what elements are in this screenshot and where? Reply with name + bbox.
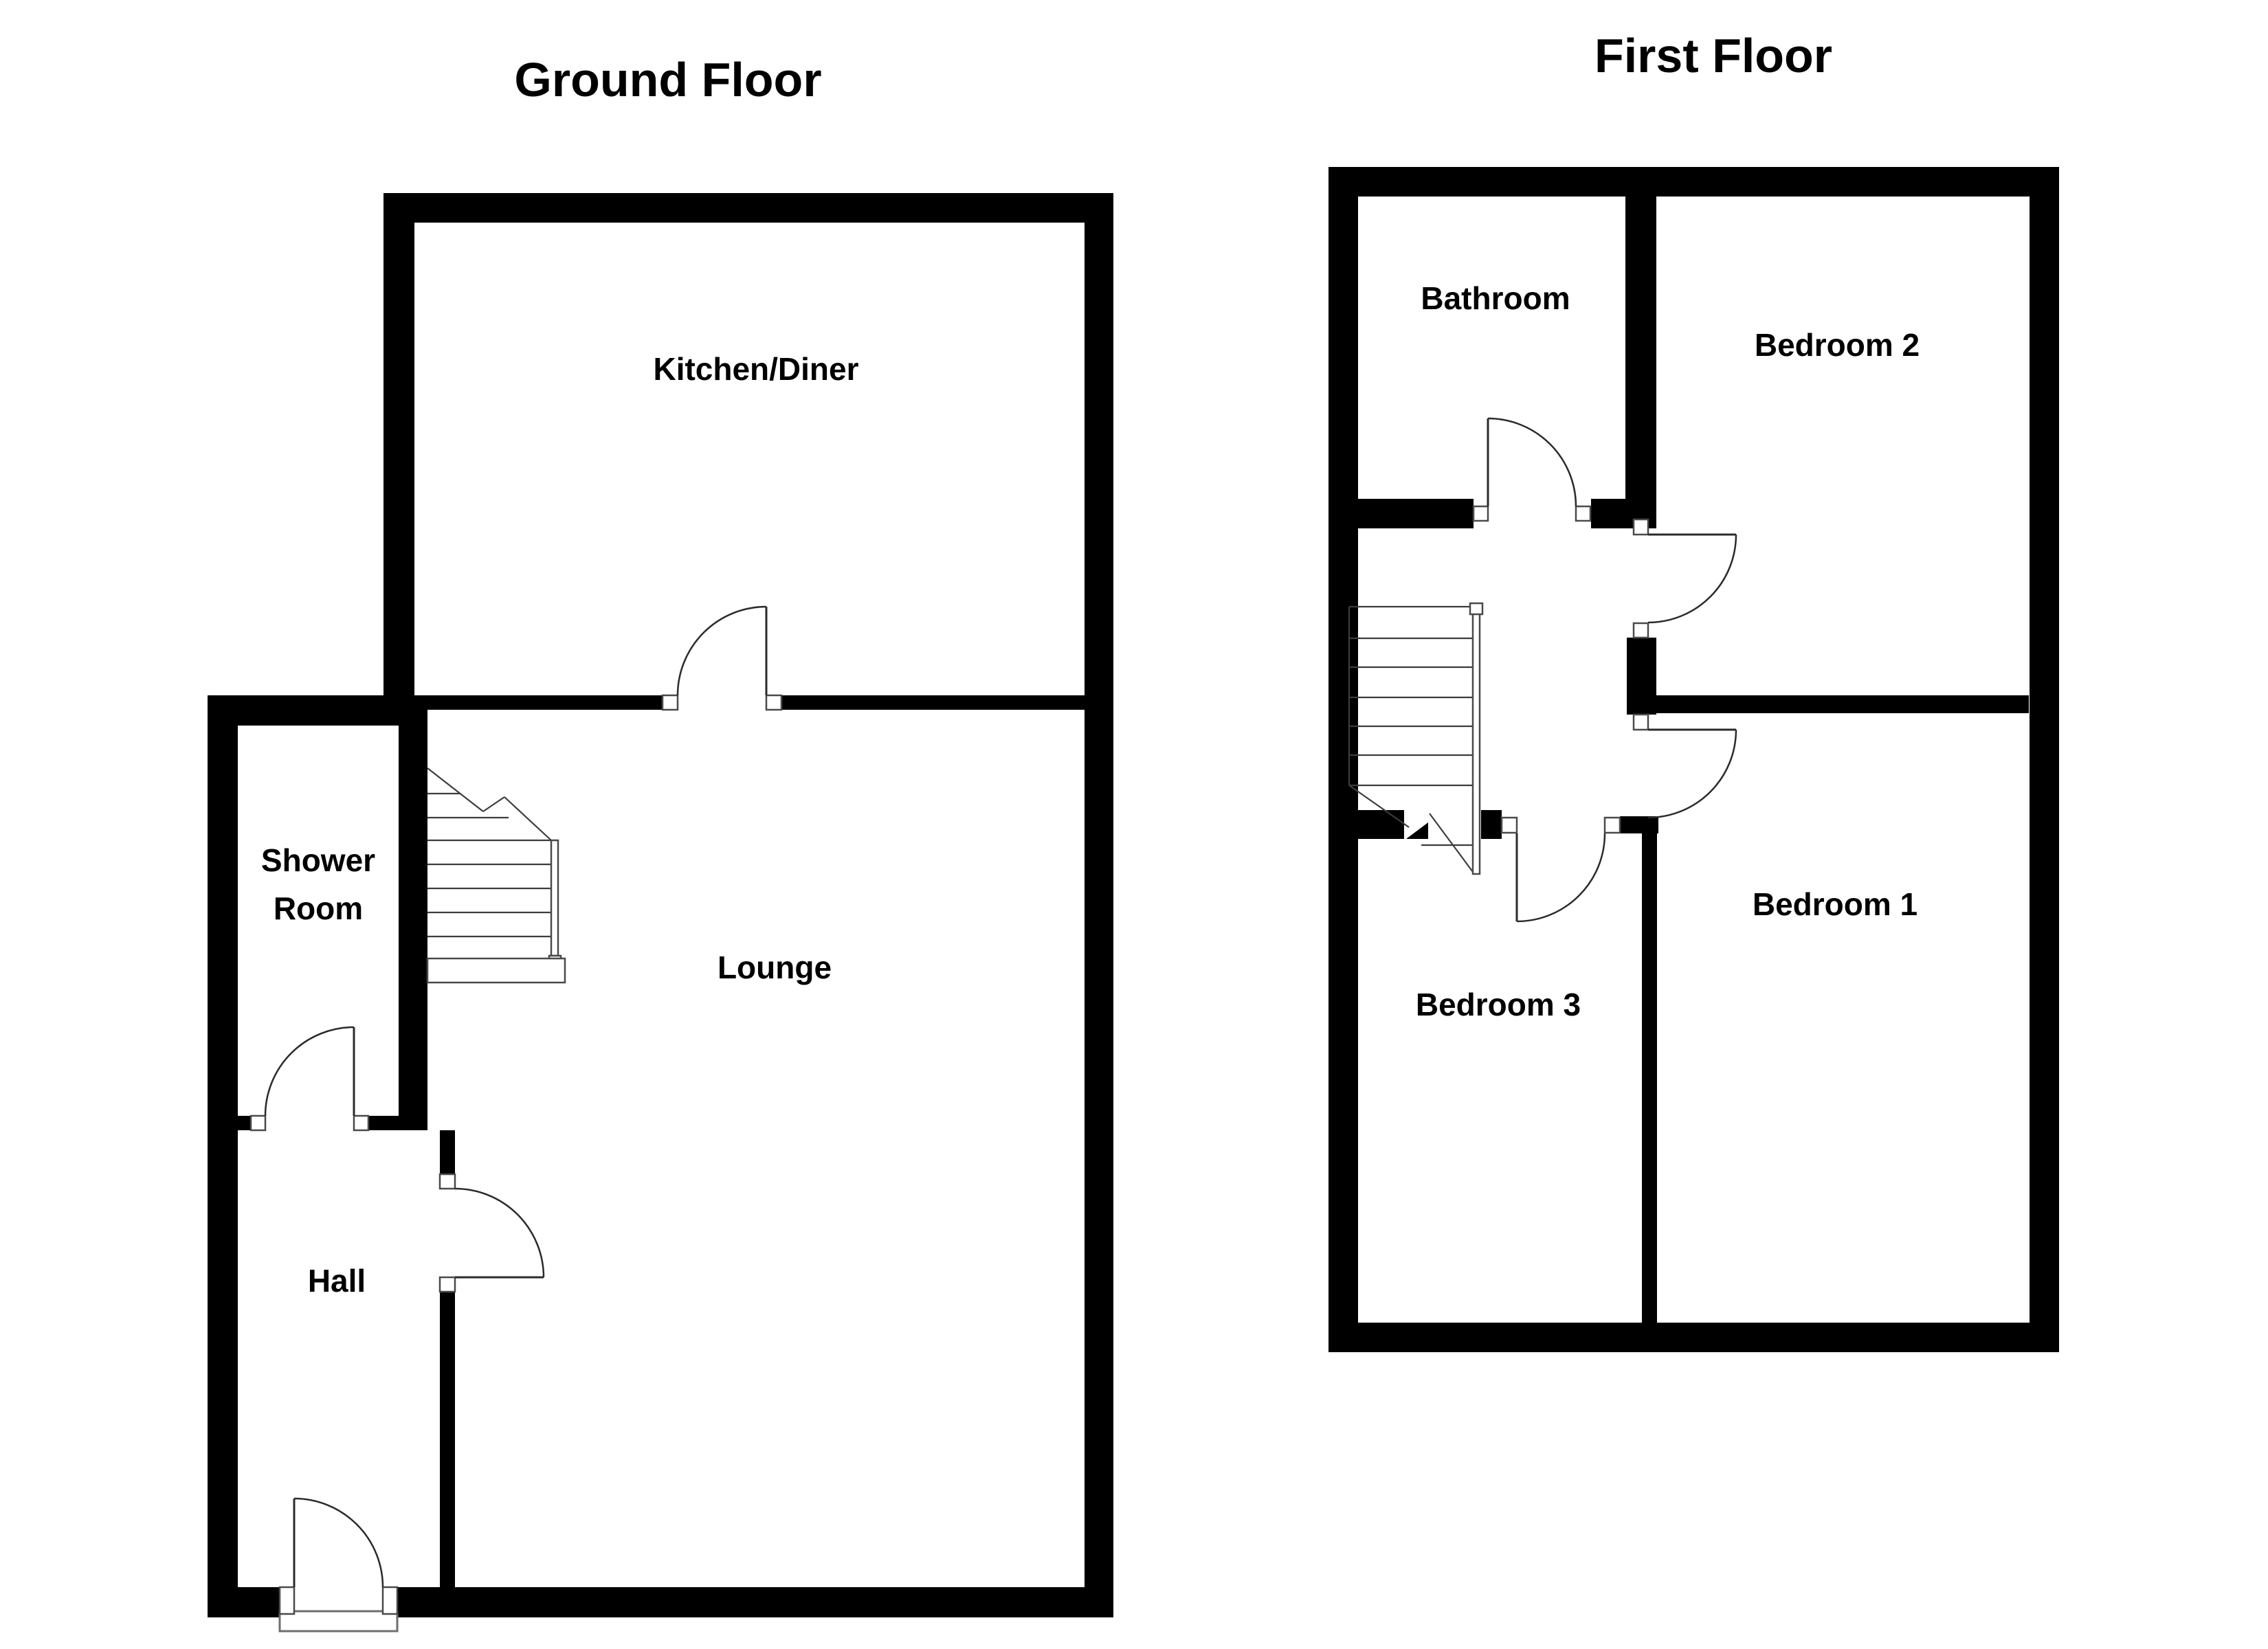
bedroom-3-label: Bedroom 3 (1416, 987, 1581, 1022)
hall-label: Hall (308, 1263, 366, 1299)
stair-break-diagonal (427, 767, 484, 812)
first-floor-title: First Floor (1594, 29, 1832, 82)
door-jamb (1632, 518, 1649, 536)
ground-floor-title: Ground Floor (514, 53, 821, 106)
wall-landing-bedroom2-chunk (1627, 638, 1656, 715)
door-jamb (438, 1276, 456, 1293)
wall-right-outer (1085, 193, 1113, 1617)
ground-floor-labels: Ground Floor Kitchen/Diner Lounge Shower… (261, 53, 859, 1299)
wall-bedroom3-top-corner (1620, 816, 1658, 833)
wall-bedroom3-top-mid (1481, 810, 1502, 839)
wall-bottom-right-segment (397, 1587, 1113, 1617)
door-jamb (278, 1586, 296, 1615)
stair-handrail (1471, 612, 1481, 875)
bedroom-2-label: Bedroom 2 (1755, 327, 1920, 363)
wall-shower-right (399, 695, 427, 1130)
wall-annex-top (208, 695, 399, 726)
wall-bottom-outer (1328, 1323, 2059, 1352)
ground-floor-plan: Ground Floor Kitchen/Diner Lounge Shower… (208, 53, 1113, 1633)
ground-floor-stairs (426, 767, 566, 984)
wall-kitchen-lounge-divider-right (781, 695, 1085, 710)
hall-lounge-door (454, 1187, 545, 1279)
wall-bedroom2-bottom (1656, 695, 2029, 713)
first-floor-stairs (1348, 602, 1484, 875)
kitchen-diner-door (676, 605, 768, 696)
wall-bathroom-bottom-left (1358, 499, 1474, 528)
door-swing-arc (264, 1026, 355, 1117)
wall-kitchen-left (383, 193, 414, 710)
door-swing-arc (293, 1497, 384, 1588)
door-jamb (381, 1586, 399, 1615)
first-floor-walls (1328, 167, 2059, 1352)
stair-handrail (550, 839, 559, 957)
door-jamb (1472, 505, 1489, 522)
door-jamb (1632, 713, 1649, 731)
bathroom-door (1487, 417, 1577, 507)
wall-bedroom1-bedroom3-divider (1642, 833, 1657, 1323)
first-floor-labels: First Floor Bathroom Bedroom 2 Bedroom 1… (1416, 29, 1920, 1022)
door-jamb (1632, 622, 1649, 639)
wall-kitchen-top (383, 193, 1113, 223)
lounge-label: Lounge (718, 950, 832, 985)
wall-bathroom-right (1625, 197, 1656, 528)
stair-break-diagonal (504, 796, 552, 841)
wall-bathroom-bottom-right (1591, 499, 1625, 528)
wall-annex-left (208, 695, 238, 1617)
shower-room-label-line1: Shower (261, 842, 375, 878)
bedroom-2-door (1647, 533, 1737, 624)
door-swing-arc (1647, 534, 1737, 624)
first-floor-plan: First Floor Bathroom Bedroom 2 Bedroom 1… (1328, 29, 2059, 1352)
first-floor-door-jambs (1472, 505, 1649, 834)
stair-newel-post (1469, 602, 1484, 616)
door-jamb (765, 694, 783, 711)
wall-left-outer (1328, 167, 1358, 1352)
shower-room-label-line2: Room (274, 890, 363, 926)
door-jamb (1575, 505, 1592, 522)
wall-shower-bottom-right (368, 1116, 427, 1130)
door-swing-arc (454, 1187, 545, 1278)
wall-shower-bottom-left (238, 1116, 251, 1130)
door-swing-arc (1487, 417, 1577, 507)
wall-top-outer (1328, 167, 2059, 197)
stair-break-notch (482, 796, 505, 812)
ground-floor-doors (264, 605, 768, 1588)
wall-hall-lounge-divider-bottom (440, 1292, 455, 1587)
shower-room-door (264, 1026, 355, 1117)
door-jamb (438, 1173, 456, 1190)
stair-direction-arrow (1406, 822, 1428, 839)
ground-floor-walls (208, 193, 1113, 1617)
wall-kitchen-lounge-divider-left (414, 695, 663, 710)
bedroom-1-door (1647, 728, 1737, 819)
door-jamb (249, 1114, 267, 1132)
wall-hall-lounge-divider-top (440, 1130, 455, 1174)
kitchen-diner-label: Kitchen/Diner (653, 351, 858, 387)
first-floor-doors (1487, 417, 1737, 923)
stair-break-diagonal (1429, 813, 1474, 873)
door-swing-arc (676, 605, 767, 696)
door-swing-arc (1516, 833, 1606, 923)
door-jamb (661, 694, 679, 711)
wall-right-outer (2030, 167, 2059, 1352)
door-jamb (353, 1114, 370, 1132)
bedroom-1-label: Bedroom 1 (1753, 886, 1917, 922)
bathroom-label: Bathroom (1421, 280, 1570, 316)
door-jamb (1603, 816, 1621, 834)
door-swing-arc (1647, 729, 1737, 819)
front-door-step (278, 1610, 399, 1633)
bedroom-3-door (1515, 833, 1606, 923)
ground-floor-door-jambs (249, 694, 783, 1615)
stair-break-diagonal (1348, 785, 1410, 828)
wall-bedroom3-top-left (1328, 810, 1404, 839)
stair-bottom-landing (426, 957, 566, 984)
door-jamb (1500, 816, 1518, 834)
front-door (293, 1497, 384, 1588)
